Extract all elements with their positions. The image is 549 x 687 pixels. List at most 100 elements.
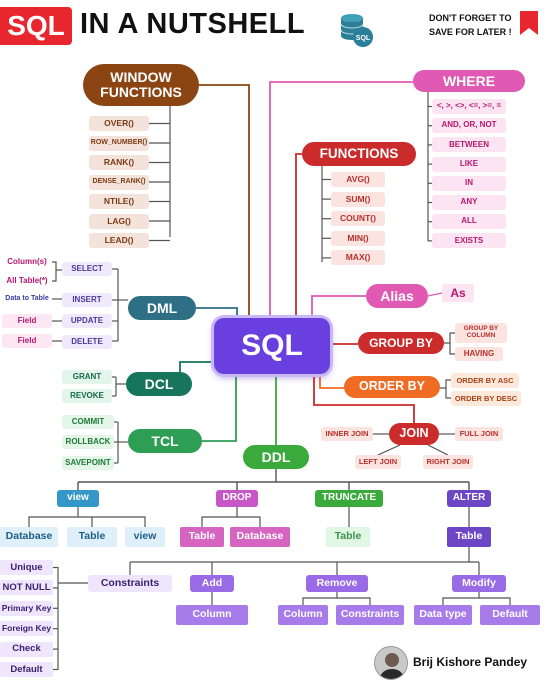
function-item-avg: AVG() [331, 172, 385, 187]
constraint-primary-key: Primary Key [0, 600, 53, 616]
window-item-lead: LEAD() [89, 233, 149, 248]
save-note-line2: SAVE FOR LATER ! [429, 27, 512, 37]
left-join: LEFT JOIN [355, 455, 401, 469]
alter-table: Table [447, 527, 491, 547]
connector-9 [269, 81, 413, 320]
ddl-view-node: view [57, 490, 99, 507]
connector-28 [196, 307, 238, 320]
connector-43 [440, 379, 451, 389]
dcl-grant: GRANT [62, 370, 112, 384]
dml-node: DML [128, 296, 196, 320]
window-item-lag: LAG() [89, 213, 149, 229]
connector-90 [337, 597, 371, 605]
connector-27 [427, 292, 443, 297]
tcl-commit: COMMIT [62, 415, 114, 429]
connector-42 [319, 374, 344, 389]
connector-41 [449, 343, 455, 355]
author-name: Brij Kishore Pandey [413, 655, 528, 669]
constraint-unique: Unique [0, 560, 53, 575]
where-item-ops: <, >, <>, <=, >=, = [432, 99, 506, 114]
where-item-all: ALL [432, 214, 506, 230]
drop-table: Table [180, 527, 224, 547]
connector-55 [202, 374, 237, 442]
function-item-sum: SUM() [331, 191, 385, 207]
tcl-savepoint: SAVEPOINT [62, 456, 114, 470]
dcl-node: DCL [126, 372, 192, 396]
constraint-not-null: NOT NULL [0, 580, 53, 596]
modify-node: Modify [452, 575, 506, 592]
modify-default: Default [480, 605, 540, 625]
function-item-max: MAX() [331, 250, 385, 266]
database-icon: SQL [340, 14, 373, 47]
tcl-rollback: ROLLBACK [62, 435, 114, 449]
add-node: Add [190, 575, 234, 592]
connector-92 [479, 597, 511, 605]
remove-column: Column [278, 605, 328, 625]
where-node: WHERE [413, 70, 525, 92]
add-column: Column [176, 605, 248, 625]
connector-49 [427, 444, 449, 456]
constraint-foreign-key: Foreign Key [0, 621, 53, 637]
modify-data-type: Data type [414, 605, 472, 625]
window-item-over: OVER() [89, 116, 149, 131]
function-item-min: MIN() [331, 230, 385, 246]
where-item-in: IN [432, 175, 506, 191]
ddl-drop-node: DROP [216, 490, 258, 507]
right-join: RIGHT JOIN [423, 455, 473, 469]
order-by-asc: ORDER BY ASC [451, 373, 519, 388]
connector-34 [52, 261, 57, 282]
dml-note-all-table: All Table(*) [6, 275, 48, 285]
dml-item-delete: DELETE [62, 335, 112, 349]
window-item-dense-rank: DENSE_RANK() [89, 174, 149, 190]
window-functions-node-line2: FUNCTIONS [100, 84, 182, 100]
window-item-ntile: NTILE() [89, 194, 149, 209]
where-item-any: ANY [432, 195, 506, 210]
connector-70 [201, 507, 238, 527]
truncate-table: Table [326, 527, 370, 547]
author-avatar [374, 646, 408, 680]
dcl-revoke: REVOKE [62, 389, 112, 403]
remove-node: Remove [306, 575, 368, 592]
constraints-node: Constraints [88, 575, 172, 592]
window-functions-node-line1: WINDOW [110, 69, 172, 86]
save-note-line1: DON'T FORGET TO [429, 13, 512, 23]
view-view: view [125, 527, 165, 547]
tcl-node: TCL [128, 429, 202, 453]
connector-0 [199, 84, 250, 320]
dml-note-field-update: Field [2, 314, 52, 328]
functions-node: FUNCTIONS [302, 142, 416, 166]
connector-91 [442, 592, 480, 605]
constraint-default: Default [0, 662, 53, 677]
window-item-row-number: ROW_NUMBER() [89, 135, 149, 151]
page-title: IN A NUTSHELL [80, 8, 306, 40]
dml-item-insert: INSERT [62, 293, 112, 307]
group-by-column-line1: GROUP BY [463, 325, 499, 333]
connector-40 [444, 332, 455, 344]
inner-join: INNER JOIN [321, 427, 373, 441]
sql-logo: SQL [0, 7, 72, 45]
database-icon-label: SQL [356, 35, 371, 42]
where-item-between: BETWEEN [432, 137, 506, 153]
function-item-count: COUNT() [331, 211, 385, 227]
connector-48 [377, 444, 401, 456]
connector-26 [311, 295, 366, 320]
dml-note-data-to-table: Data to Table [5, 295, 49, 303]
dml-note-field-delete: Field [2, 334, 52, 348]
connector-68 [78, 516, 146, 527]
full-join: FULL JOIN [455, 427, 503, 441]
order-by-desc: ORDER BY DESC [451, 391, 521, 406]
ddl-node: DDL [243, 445, 309, 469]
connector-89 [302, 592, 338, 605]
group-by-column-line2: COLUMN [466, 332, 496, 339]
drop-database: Database [230, 527, 290, 547]
where-item-exists: EXISTS [432, 233, 506, 249]
view-table: Table [67, 527, 117, 547]
dml-item-select: SELECT [62, 262, 112, 276]
view-database: Database [0, 527, 58, 547]
bookmark-icon [520, 11, 538, 35]
connector-50 [179, 361, 214, 372]
